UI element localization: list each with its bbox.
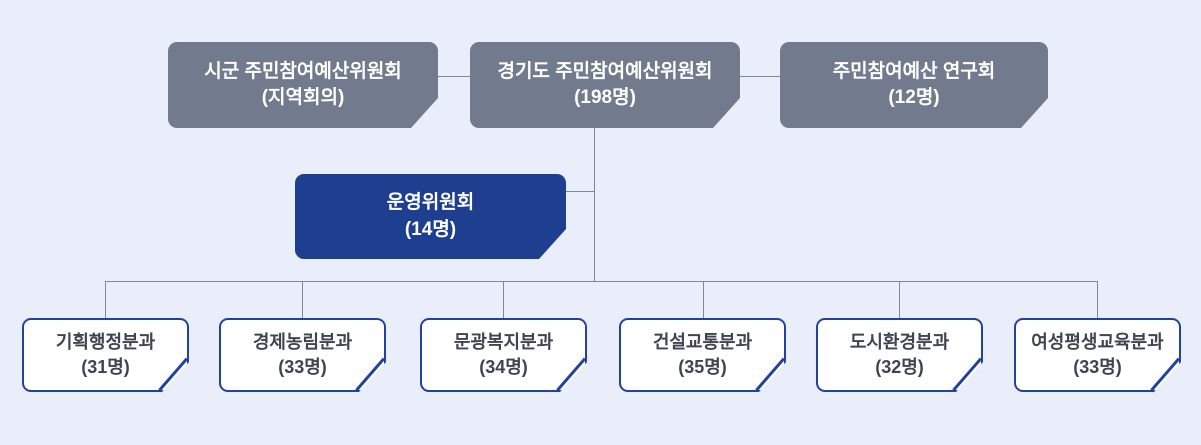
connector-drop-1 [105, 281, 106, 318]
node-sublabel: (12명) [888, 87, 940, 108]
node-sublabel: (지역회의) [261, 87, 345, 108]
node-label: 시군 주민참여예산위원회 [204, 60, 402, 82]
node-steering-committee: 운영위원회 (14명) [295, 174, 566, 259]
node-subcommittee-women-lifelong-education: 여성평생교육분과 (33명) [1014, 318, 1181, 392]
node-city-county-committee: 시군 주민참여예산위원회 (지역회의) [168, 42, 438, 128]
node-label: 기획행정분과 [55, 332, 156, 353]
node-sublabel: (33명) [278, 357, 327, 377]
node-sublabel: (35명) [678, 357, 727, 377]
node-sublabel: (34명) [479, 357, 528, 377]
node-subcommittee-economy-agriculture: 경제농림분과 (33명) [219, 318, 386, 392]
node-sublabel: (198명) [574, 87, 636, 108]
node-subcommittee-urban-environment: 도시환경분과 (32명) [816, 318, 983, 392]
node-subcommittee-culture-welfare: 문광복지분과 (34명) [420, 318, 587, 392]
connector-drop-3 [503, 281, 504, 318]
connector-vertical-trunk [594, 128, 595, 281]
connector-steering-trunk [566, 191, 594, 192]
connector-top1-top2 [438, 76, 470, 77]
connector-bus [105, 281, 1098, 282]
node-provincial-committee: 경기도 주민참여예산위원회 (198명) [470, 42, 740, 128]
node-sublabel: (33명) [1073, 357, 1122, 377]
node-label: 운영위원회 [386, 192, 475, 214]
node-research-group: 주민참여예산 연구회 (12명) [780, 42, 1048, 128]
connector-drop-5 [899, 281, 900, 318]
node-label: 경제농림분과 [252, 332, 353, 353]
node-subcommittee-construction-transport: 건설교통분과 (35명) [619, 318, 786, 392]
node-label: 건설교통분과 [652, 332, 753, 353]
node-subcommittee-planning-admin: 기획행정분과 (31명) [22, 318, 189, 392]
node-sublabel: (14명) [404, 218, 457, 240]
node-label: 경기도 주민참여예산위원회 [497, 60, 713, 82]
connector-drop-4 [703, 281, 704, 318]
node-label: 여성평생교육분과 [1031, 332, 1164, 353]
node-sublabel: (31명) [81, 357, 130, 377]
node-label: 주민참여예산 연구회 [832, 60, 996, 82]
connector-top2-top3 [740, 76, 780, 77]
node-label: 문광복지분과 [453, 332, 554, 353]
connector-drop-2 [302, 281, 303, 318]
node-label: 도시환경분과 [849, 332, 950, 353]
node-sublabel: (32명) [875, 357, 924, 377]
connector-drop-6 [1097, 281, 1098, 318]
